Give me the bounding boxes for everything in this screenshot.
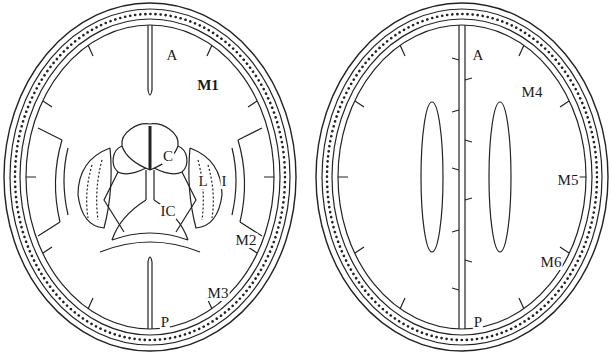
structure-label: P [473, 315, 483, 330]
label-anchor: L [197, 172, 208, 190]
label-anchor: M1 [196, 76, 220, 94]
structure-label: A [166, 48, 179, 63]
label-anchor: C [162, 147, 174, 165]
label-anchor: M5 [557, 171, 580, 189]
label-anchor: M2 [235, 231, 258, 249]
structure-label: L [197, 174, 208, 189]
label-anchor: A [472, 46, 485, 64]
label-anchor: M4 [521, 83, 544, 101]
label-anchor: IC [160, 202, 177, 220]
label-anchor: P [473, 313, 483, 331]
label-anchor: M3 [207, 284, 230, 302]
structure-label: P [160, 315, 170, 330]
structure-label: M5 [557, 173, 580, 188]
structure-label: M4 [521, 85, 544, 100]
left-slice [4, 3, 296, 351]
label-anchor: A [166, 46, 179, 64]
structure-label: C [162, 149, 174, 164]
structure-label: M1 [196, 78, 220, 93]
right-slice [316, 3, 608, 351]
label-anchor: I [221, 172, 228, 190]
label-anchor: P [160, 313, 170, 331]
label-anchor: M6 [540, 253, 563, 271]
structure-label: IC [160, 204, 177, 219]
structure-label: A [472, 48, 485, 63]
structure-label: I [221, 174, 228, 189]
structure-label: M6 [540, 255, 563, 270]
structure-label: M2 [235, 233, 258, 248]
structure-label: M3 [207, 286, 230, 301]
